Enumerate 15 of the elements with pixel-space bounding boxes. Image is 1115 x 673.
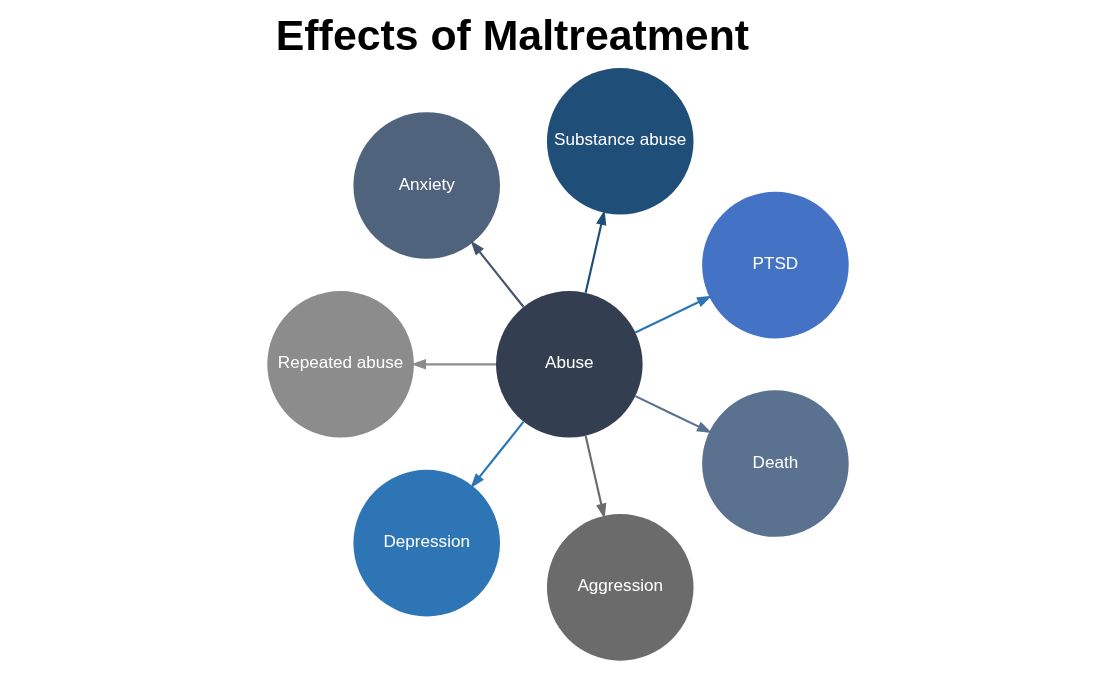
node-circle: Death <box>701 390 849 537</box>
diagram-title: Effects of Maltreatment <box>275 10 749 59</box>
node-circle: PTSD <box>701 191 849 339</box>
arrow <box>584 210 606 294</box>
arrow <box>470 240 524 308</box>
arrow <box>470 421 524 489</box>
node-circle: Aggression <box>546 514 694 661</box>
arrow <box>634 295 712 334</box>
node-circle: Abuse <box>495 291 643 438</box>
node-circle: Repeated abuse <box>266 291 414 438</box>
arrow <box>634 395 712 433</box>
arrow <box>584 435 606 519</box>
node-circle: Depression <box>352 469 500 617</box>
arrow <box>410 359 496 370</box>
node-circle: Substance abuse <box>546 68 694 215</box>
